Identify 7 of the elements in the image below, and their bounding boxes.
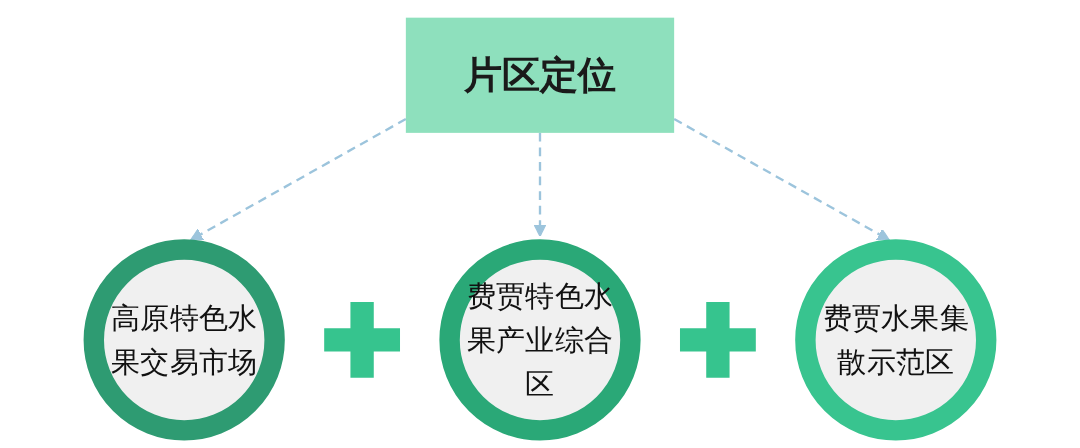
arrow: [673, 117, 891, 241]
node-circle: 费贾特色水果产业综合区: [439, 239, 641, 441]
arrow: [533, 132, 547, 237]
node-circle: 费贾水果集散示范区: [795, 239, 997, 441]
node-box: 片区定位: [405, 17, 675, 133]
node-circle: 高原特色水果交易市场: [83, 239, 285, 441]
arrow: [189, 117, 407, 241]
